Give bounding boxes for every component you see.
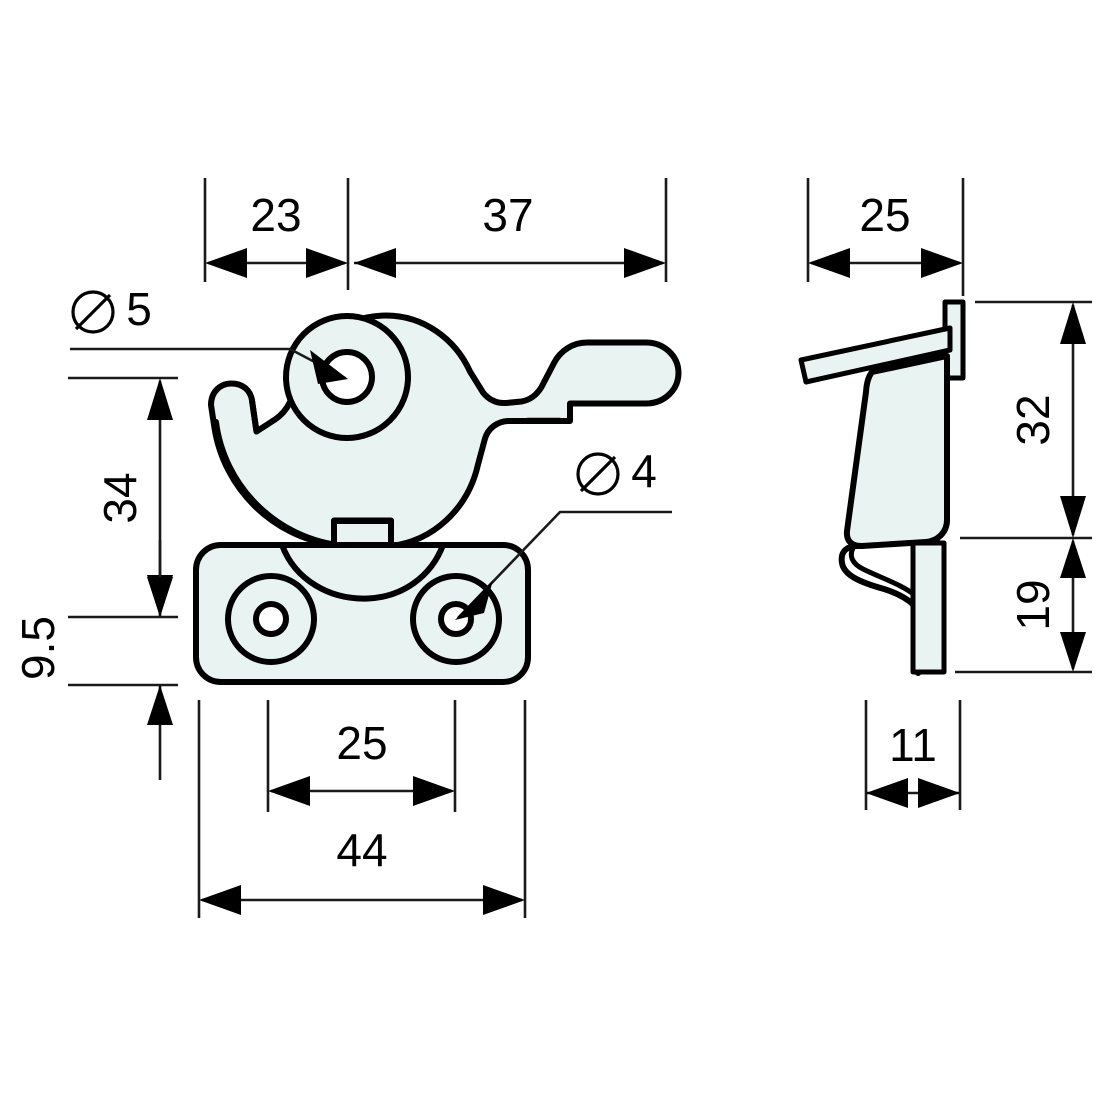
dim-label-11: 11 [889, 719, 937, 771]
arrowhead-95-top [147, 577, 173, 617]
arrowhead-side25-left [808, 248, 850, 278]
dim-label-25: 25 [336, 717, 387, 769]
arrowhead-37-left [354, 248, 396, 278]
arrowhead-95-bottom [147, 685, 173, 725]
dim-label-19: 19 [1007, 579, 1059, 630]
arrowhead-37-right [624, 248, 666, 278]
dim-label-37: 37 [482, 189, 533, 241]
dim-label-side-25: 25 [859, 189, 910, 241]
arrowhead-11-right [918, 778, 960, 808]
arrowhead-23-left [205, 248, 247, 278]
dimension-front-left-34: 34 [68, 376, 178, 619]
cam-arc-highlight [213, 419, 340, 548]
dim-label-32: 32 [1007, 394, 1059, 445]
dim-label-44: 44 [336, 824, 387, 876]
cam-lower-arc-over-plate [279, 542, 446, 602]
leader-arrowhead-diameter-5 [310, 350, 348, 384]
arrowhead-44-left [199, 885, 241, 915]
diameter-symbol-5-circle [71, 290, 115, 334]
dim-label-95: 9.5 [12, 616, 64, 680]
arrowhead-44-right [483, 885, 525, 915]
arrowhead-19-top [1060, 538, 1086, 578]
dimension-front-bottom: 25 44 [197, 700, 527, 918]
dim-label-34: 34 [94, 472, 146, 523]
diameter-symbol-4-slash [579, 455, 617, 493]
dimension-front-top: 23 37 [203, 178, 668, 290]
dimension-front-left-95: 9.5 [12, 540, 178, 780]
arrowhead-32-top [1060, 302, 1086, 344]
left-screw-hole-bore [253, 601, 289, 637]
arrowhead-23-right [306, 248, 348, 278]
arrowhead-32-bottom [1060, 496, 1086, 538]
side-latch-hook-inner [848, 545, 919, 599]
arrowhead-25-right [413, 776, 455, 806]
dimension-side-right: 32 19 [955, 300, 1092, 674]
cam-detent-notch [249, 397, 260, 435]
leader-arrowhead-diameter-4 [455, 580, 493, 620]
side-lever-arm [798, 325, 953, 385]
arrowhead-34-top [147, 378, 173, 420]
callout-diameter-5: 5 [70, 283, 348, 384]
callout-label-4: 4 [631, 445, 657, 497]
arrowhead-11-left [866, 778, 908, 808]
side-view-geometry [798, 299, 966, 676]
side-mounting-plate [910, 540, 947, 675]
dimension-side-bottom-11: 11 [864, 700, 962, 810]
front-view-geometry [193, 312, 682, 685]
arrowhead-side25-right [921, 248, 963, 278]
arrowhead-25-left [268, 776, 310, 806]
dim-label-23: 23 [250, 189, 301, 241]
dimension-side-top-25: 25 [806, 178, 965, 296]
cam-center-tab [331, 518, 394, 548]
callout-diameter-4: 4 [455, 445, 672, 620]
side-cam-body [843, 353, 950, 550]
callout-label-5: 5 [126, 283, 152, 335]
diameter-symbol-4-circle [576, 452, 620, 496]
diameter-symbol-5-slash [74, 293, 112, 331]
arrowhead-19-bottom [1060, 632, 1086, 672]
